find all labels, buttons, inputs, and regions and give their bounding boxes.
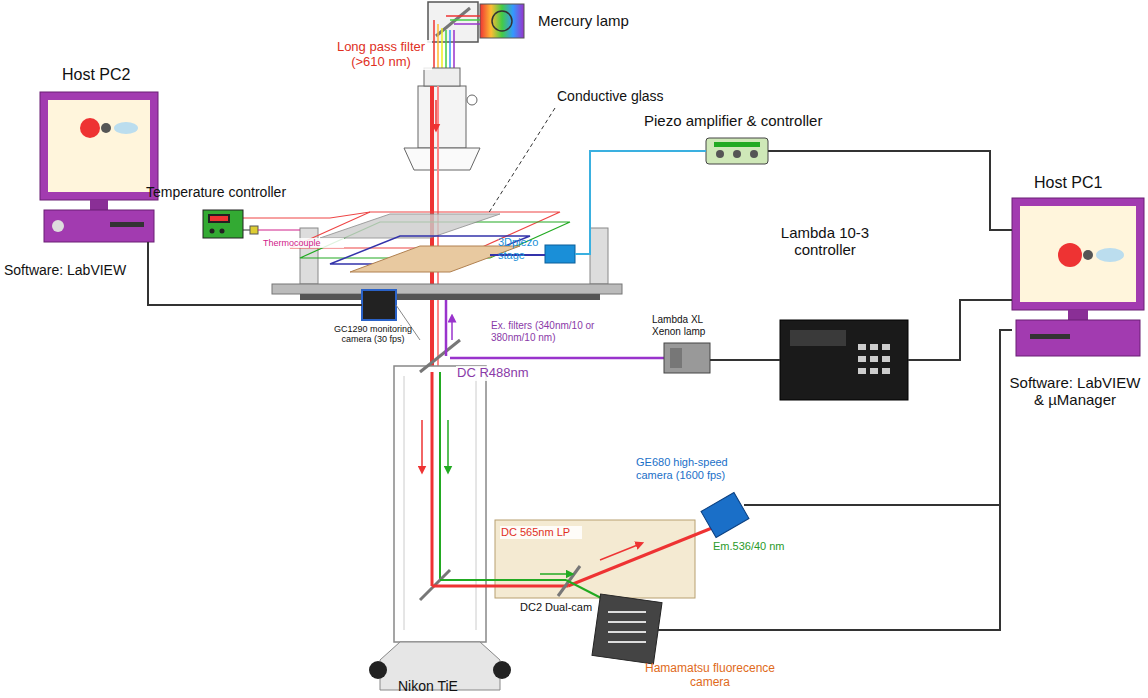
device-node: Mercury lamp (478, 2, 526, 40)
device-label: Nikon TiE (398, 678, 498, 694)
device-node: Lambda 10-3 controller (780, 320, 908, 400)
device-node: Host PC1Software: LabVIEW & µManager (1012, 198, 1144, 356)
device-node: Temperature controller (203, 210, 243, 238)
device-node: Host PC2Software: LabVIEW (40, 92, 158, 242)
device-node: Lambda XL Xenon lamp (664, 343, 710, 373)
part-label: Ex. filters (340nm/10 or 380nm/10 nm) (490, 320, 632, 343)
part-label: Thermocouple (262, 238, 344, 248)
device-node: Piezo amplifier & controller (706, 138, 768, 164)
cable-connector (575, 151, 706, 254)
device-label: 3Dpiezo stage (498, 236, 544, 261)
device-node: Hamamatsu fluorecence camera (596, 598, 658, 660)
part-label: Conductive glass (556, 88, 698, 104)
part-label: Em.536/40 nm (712, 540, 804, 553)
device-label: Mercury lamp (538, 12, 668, 29)
device-label: GC1290 monitoring camera (30 fps) (318, 324, 428, 345)
cable-line (768, 151, 1012, 230)
cable-line (575, 151, 706, 254)
device-label: Piezo amplifier & controller (644, 112, 914, 129)
device-node: GC1290 monitoring camera (30 fps) (362, 290, 396, 320)
cable-connector (768, 151, 1012, 230)
cable-line (908, 300, 1012, 360)
device-label: Host PC1 (1034, 174, 1134, 192)
device-label: GE680 high-speed camera (1600 fps) (636, 456, 746, 481)
cable-connector (710, 360, 780, 361)
software-label: Software: LabVIEW & µManager (1004, 374, 1146, 409)
device-node: GE680 high-speed camera (1600 fps) (706, 500, 744, 530)
device-node: Nikon TiE (394, 366, 486, 642)
part-label: DC 565nm LP (500, 526, 582, 539)
device-label: Temperature controller (146, 184, 326, 200)
part-label: Long pass filter (>610 nm) (330, 40, 432, 70)
device-label: DC2 Dual-cam (520, 601, 630, 614)
cable-line (710, 359, 780, 361)
device-label: Host PC2 (62, 66, 172, 84)
cable-connector (148, 242, 362, 305)
cable-connector (744, 330, 1012, 505)
cable-line (148, 242, 362, 305)
device-label: Hamamatsu fluorecence camera (640, 662, 780, 690)
cable-line (744, 330, 1012, 505)
device-label: Lambda XL Xenon lamp (652, 314, 732, 337)
cable-connector (908, 300, 1012, 360)
part-label: DC R488nm (456, 366, 548, 381)
device-node: 3Dpiezo stage (545, 245, 575, 263)
software-label: Software: LabVIEW (4, 262, 204, 278)
device-label: Lambda 10-3 controller (770, 224, 880, 259)
